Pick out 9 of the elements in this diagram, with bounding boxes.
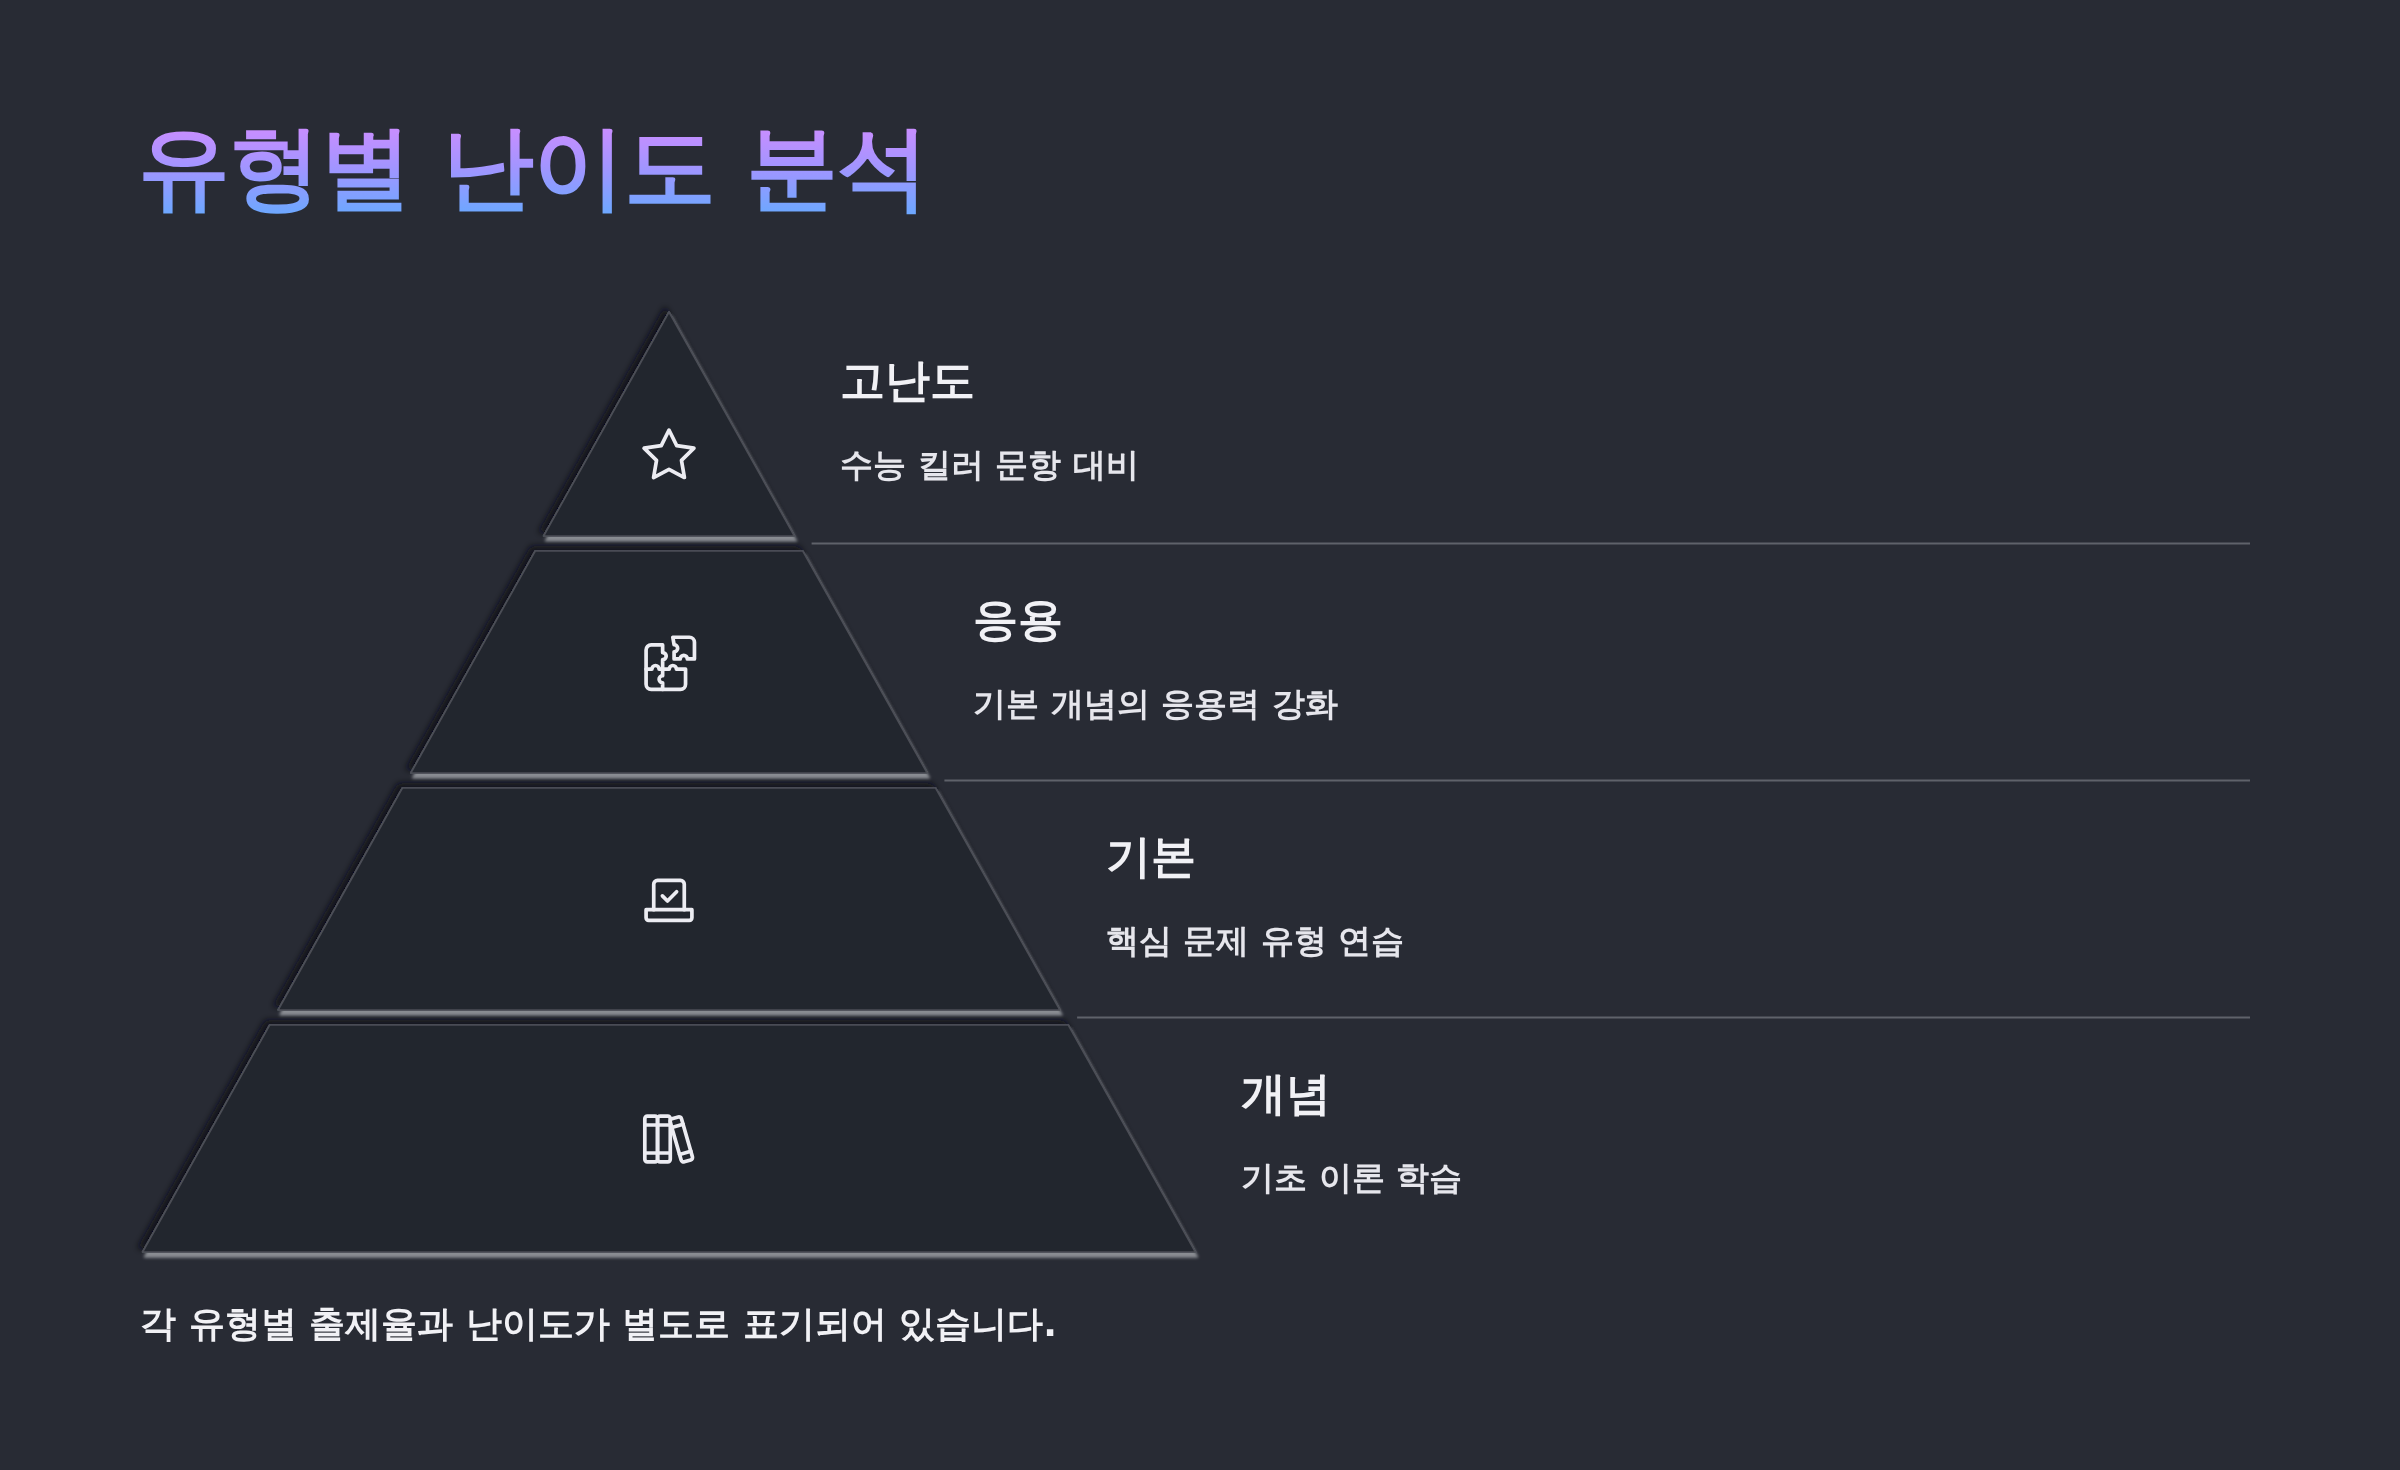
tier-description: 기본 개념의 응용력 강화 [973, 684, 1338, 724]
tier-heading: 개념 [1241, 1067, 1332, 1121]
tier-heading: 응용 [973, 593, 1064, 647]
tier-description: 기초 이론 학습 [1241, 1158, 1463, 1198]
caption-text: 각 유형별 출제율과 난이도가 별도로 표기되어 있습니다. [140, 1302, 1057, 1346]
tier-heading: 고난도 [840, 354, 976, 408]
tier-description: 수능 킬러 문항 대비 [840, 445, 1139, 485]
tier-description: 핵심 문제 유형 연습 [1105, 921, 1405, 961]
tier-heading: 기본 [1105, 830, 1196, 884]
